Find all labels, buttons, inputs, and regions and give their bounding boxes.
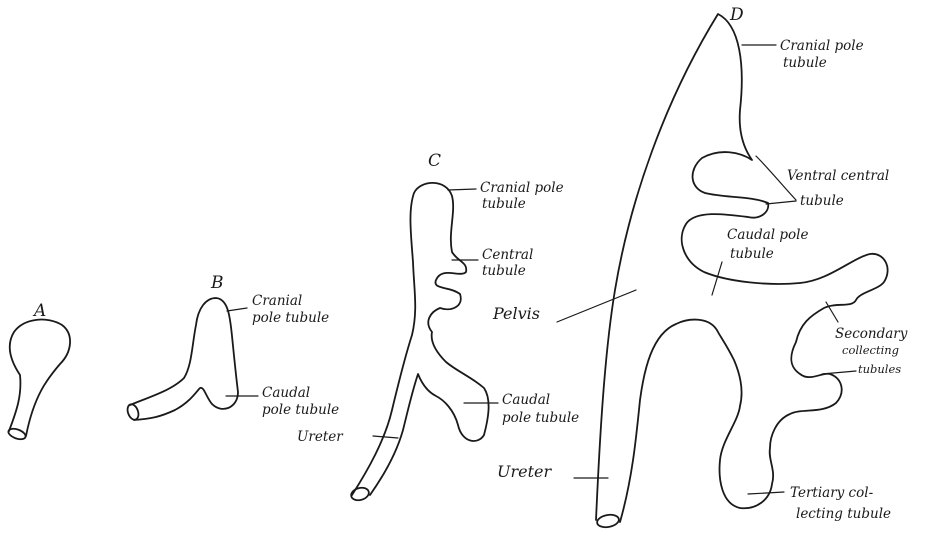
stage-d-secondary-leader-2: [822, 371, 856, 374]
stage-b-cranial-leader: [227, 308, 247, 311]
stage-c-central-label-2: tubule: [482, 263, 526, 279]
stage-c-outline: [352, 183, 489, 495]
stage-d-caudal-label-2: tubule: [730, 246, 774, 262]
stage-d-letter: D: [729, 5, 744, 25]
stage-a-letter: A: [32, 301, 46, 321]
stage-c-letter: C: [428, 151, 441, 171]
stage-d-tertiary-label-2: lecting tubule: [796, 506, 891, 522]
stage-b-letter: B: [210, 273, 224, 293]
stage-a-ureter-end: [7, 427, 27, 442]
stage-c-cranial-label-2: tubule: [482, 196, 526, 212]
stage-c-ureter-label: Ureter: [297, 429, 344, 445]
stage-d-caudal-label-1: Caudal pole: [727, 227, 808, 243]
stage-c-caudal-label-2: pole tubule: [502, 410, 579, 426]
stage-c-central-label-1: Central: [482, 247, 533, 263]
stage-b-ureter-end: [126, 403, 141, 421]
stage-d-ventral-leader-2: [766, 201, 796, 204]
stage-d-secondary-label-1: Secondary: [835, 326, 908, 342]
stage-b-caudal-label-2: pole tubule: [262, 402, 339, 418]
stage-c-caudal-label-1: Caudal: [502, 392, 550, 408]
stage-a-drawing: [7, 320, 70, 442]
stage-d-pelvis-leader: [557, 290, 636, 322]
stage-b-cranial-label-2: pole tubule: [252, 310, 329, 326]
stage-d-pelvis-label: Pelvis: [492, 304, 540, 323]
stage-d-cranial-label-2: tubule: [783, 55, 827, 71]
stage-b-outline: [130, 298, 238, 420]
stage-d-secondary-label-2: collecting: [842, 343, 899, 357]
stage-d-tertiary-leader: [748, 492, 784, 494]
stage-d-drawing: [596, 14, 888, 529]
stage-b-drawing: [126, 298, 238, 421]
stage-c-drawing: [350, 183, 489, 502]
stage-c-ureter-leader: [373, 436, 398, 438]
stage-d-ventral-label-2: tubule: [800, 193, 844, 209]
stage-b-caudal-label-1: Caudal: [262, 385, 310, 401]
stage-d-secondary-label-3: tubules: [858, 362, 901, 376]
stage-a-outline: [9, 320, 70, 436]
stage-d-caudal-leader: [712, 262, 722, 295]
stage-d-outline: [596, 14, 888, 522]
stage-b-cranial-label-1: Cranial: [252, 293, 302, 309]
stage-d-ureter-label: Ureter: [497, 462, 553, 481]
stage-d-ventral-label-1: Ventral central: [787, 168, 889, 184]
stage-d-ureter-end: [596, 513, 620, 529]
stage-d-tertiary-label-1: Tertiary col-: [790, 485, 874, 501]
stage-c-cranial-leader: [448, 189, 476, 190]
stage-d-cranial-label-1: Cranial pole: [780, 38, 864, 54]
stage-c-cranial-label-1: Cranial pole: [480, 180, 564, 196]
